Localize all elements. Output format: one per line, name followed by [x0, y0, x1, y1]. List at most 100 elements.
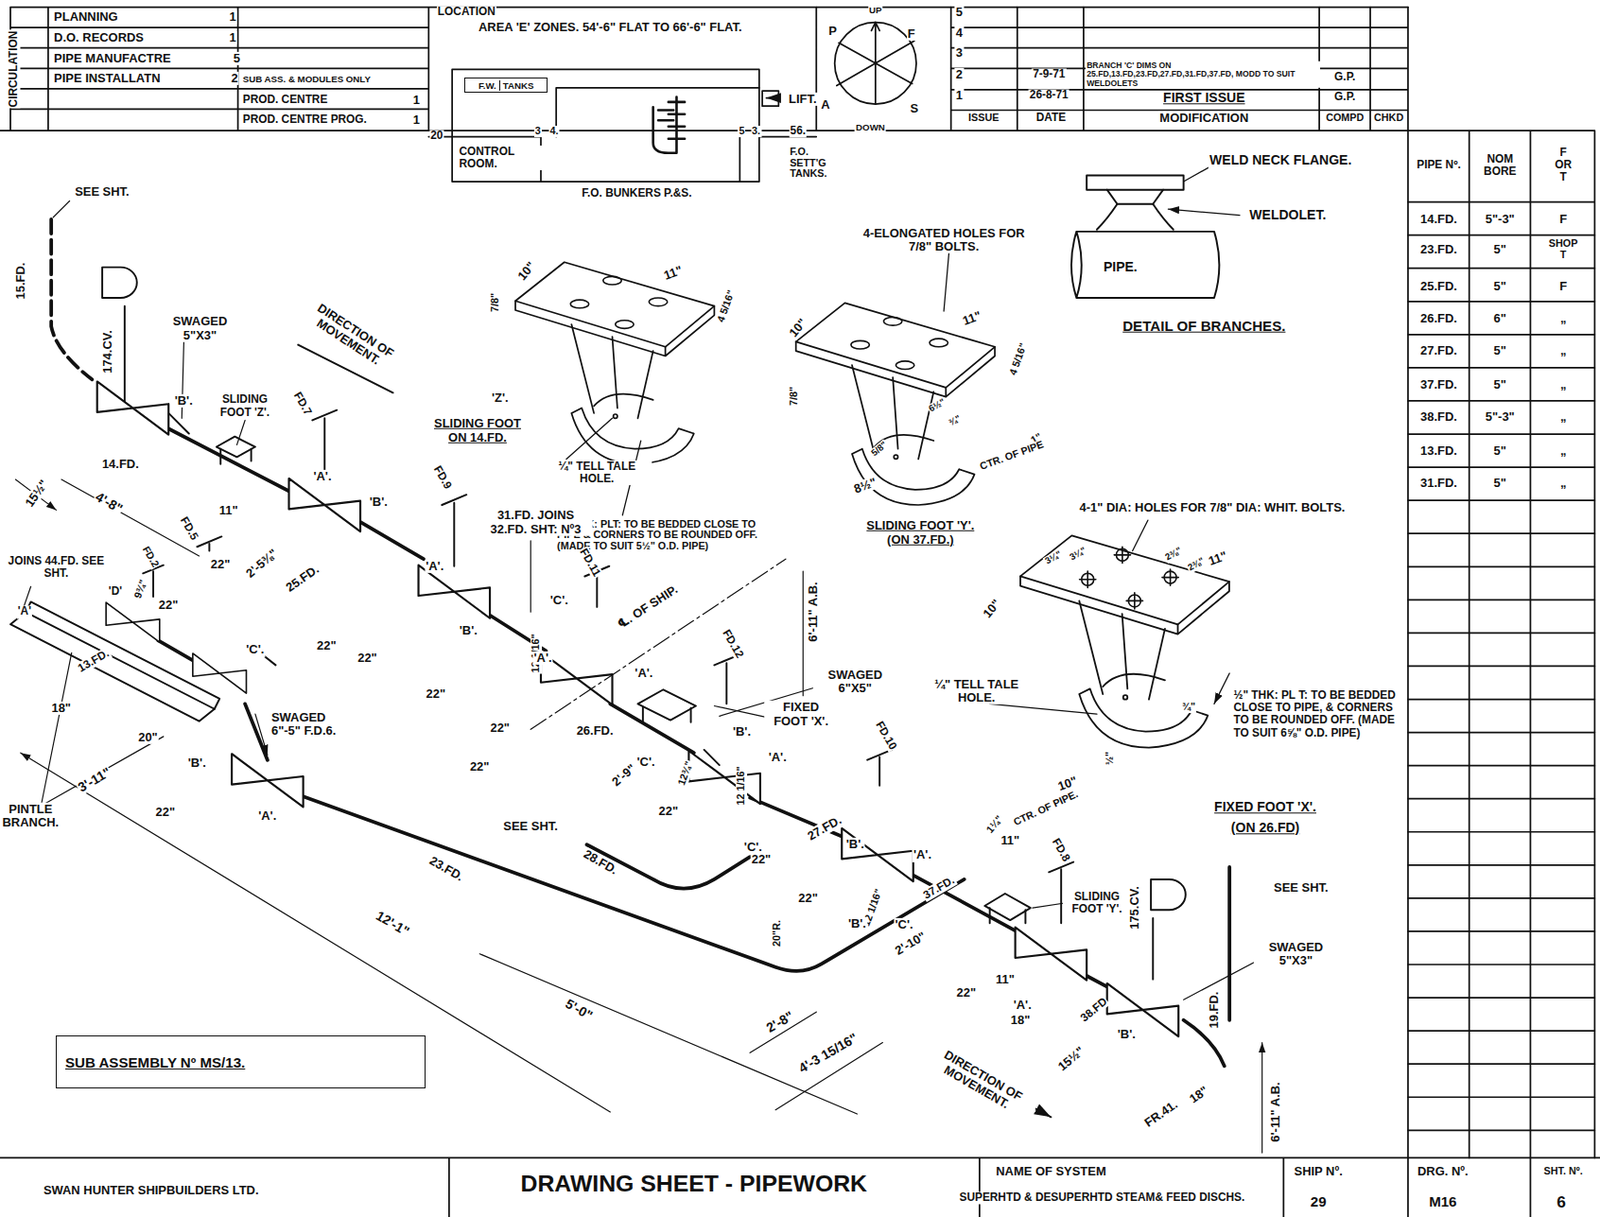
table-rule: [1408, 565, 1595, 568]
sheet-grid-part: [816, 7, 1409, 1159]
drawing-label: SLIDING FOOT 'Y'.: [1062, 890, 1131, 916]
drawing-label: 4'-8": [92, 488, 127, 517]
drawing-label: A: [819, 98, 831, 112]
drawing-label: 22": [157, 598, 180, 612]
sheet-title: DRAWING SHEET - PIPEWORK: [519, 1170, 870, 1198]
pipe-valves-part: [289, 478, 362, 532]
drawing-label: 2⅜": [1184, 555, 1207, 574]
drawing-label: 14.FD.: [101, 457, 140, 471]
branch-detail-part: [1167, 167, 1240, 216]
location-plan-part: [762, 90, 779, 106]
drawing-label: 8½": [851, 474, 879, 496]
drawing-label: F.O. BUNKERS P.&S.: [580, 187, 693, 200]
drawing-label: 4-ELONGATED HOLES FOR 7/8" BOLTS.: [851, 226, 1037, 253]
location-plan-part: [452, 69, 760, 182]
drawing-label: 3¼": [1066, 544, 1089, 563]
location-plan: [428, 69, 817, 182]
drawing-label: PIPE MANUFACTRE: [52, 51, 173, 65]
pipe-valves-part: [231, 753, 304, 807]
drawing-label: SWAN HUNTER SHIPBUILDERS LTD.: [42, 1183, 261, 1198]
table-rule: [1408, 499, 1595, 502]
drawing-label: 5: [955, 5, 964, 19]
drawing-label: 9¾": [132, 576, 151, 601]
drawing-label: 22": [469, 760, 491, 774]
drawing-label: 'D': [107, 585, 123, 598]
drawing-label: 20": [137, 730, 159, 745]
drawing-label: F: [1558, 212, 1568, 227]
drawing-label: 'B'.: [1116, 1027, 1137, 1042]
drawing-label: DATE: [1035, 112, 1067, 125]
drawing-label: 12¾": [676, 759, 696, 788]
drawing-label: 5: [232, 51, 242, 65]
table-rule: [1408, 864, 1595, 867]
drawing-label: 11": [999, 834, 1021, 848]
drawing-label: 'C'.: [894, 918, 915, 932]
drawing-label: 4'-3 15/16": [796, 1029, 862, 1077]
drawing-label: S: [909, 102, 921, 116]
drawing-label: 22": [315, 639, 338, 653]
pipe-fittings-part: [102, 267, 138, 407]
drawing-label: 11": [218, 503, 240, 517]
drawing-label: „: [1559, 476, 1567, 490]
pipe-supports-part-part: [603, 276, 622, 285]
drawing-label: SHOP T: [1544, 239, 1583, 262]
dimension-lines-part: [530, 558, 786, 730]
drawing-label: 11": [661, 263, 686, 284]
drawing-label: 38.FD: [1077, 994, 1111, 1026]
drawing-label: 1: [227, 31, 237, 45]
drawing-label: SLIDING FOOT ON 14.FD.: [425, 417, 530, 444]
drawing-label: SHT. Nº.: [1543, 1165, 1584, 1178]
drawing-label: CIRCULATION: [8, 30, 21, 109]
drawing-label: MODIFICATION: [1158, 111, 1250, 125]
branch-detail: [1071, 167, 1240, 298]
drawing-label: 'A'.: [767, 750, 788, 765]
drawing-label: „: [1559, 344, 1567, 358]
drawing-label: ½": [1104, 750, 1116, 766]
table-rule: [1408, 665, 1595, 668]
drawing-label: SEE SHT.: [1272, 881, 1330, 895]
pipe-valves-part: [192, 653, 247, 694]
drawing-label: 25.FD.: [283, 561, 324, 595]
drawing-label: 4: [955, 25, 964, 39]
drawing-label: ½" THK: PL T: TO BE BEDDED CLOSE TO PIPE…: [1233, 689, 1407, 739]
drawing-label: UP: [868, 4, 883, 16]
drawing-label: 4-1" DIA: HOLES FOR 7/8" DIA: WHIT. BOLT…: [1078, 501, 1347, 515]
drawing-label: „: [1559, 410, 1567, 424]
branch-detail-part: [1071, 231, 1219, 298]
sheet-grid: [0, 7, 1600, 1217]
table-rule: [1408, 930, 1595, 933]
drawing-label: PIPE.: [1102, 260, 1139, 275]
table-rule: [1408, 1029, 1595, 1032]
table-rule: [1408, 433, 1595, 435]
drawing-label: 22": [750, 852, 773, 866]
drawing-label: 11": [1206, 549, 1231, 570]
drawing-label: 27.FD.: [804, 813, 845, 845]
drawing-label: 1: [412, 93, 421, 107]
drawing-label: „: [1559, 312, 1567, 326]
pipe-supports-part: [570, 276, 1179, 609]
drawing-label: 3: [955, 46, 964, 60]
pipe-fittings-part: [25, 601, 220, 709]
drawing-label: 12'-1": [372, 907, 413, 940]
branch-detail-part: [1107, 190, 1164, 205]
pipe-valves-part: [105, 602, 160, 643]
drawing-label: FIXED FOOT 'X'.: [764, 700, 838, 728]
drawing-label: 22": [658, 804, 680, 818]
drawing-label: WELD NECK FLANGE.: [1208, 154, 1353, 169]
drawing-label: PINTLE BRANCH.: [0, 802, 68, 830]
drawing-label: „: [1559, 378, 1567, 392]
drawing-label: FD.10: [871, 718, 899, 753]
drawing-label: 3.: [750, 125, 762, 138]
drawing-label: 1: [955, 88, 964, 103]
drawing-label: FR.41.: [1141, 1097, 1182, 1131]
drawing-label: 5": [1493, 279, 1508, 294]
drawing-label: FD.2: [139, 543, 161, 571]
drawing-label: 6'-11" A.B.: [806, 581, 820, 644]
drawing-label: 2'-8": [764, 1008, 799, 1036]
table-rule: [1408, 333, 1595, 336]
pipe-supports-part-part: [929, 338, 948, 348]
drawing-label: BRANCH 'C' DIMS ON 25.FD,13.FD,23.FD,27.…: [1085, 61, 1321, 88]
drawing-label: FD.8: [1049, 835, 1074, 866]
box-text: SUB ASSEMBLY Nº MS/13.: [56, 1054, 254, 1071]
drawing-label: ¾": [1181, 701, 1197, 714]
